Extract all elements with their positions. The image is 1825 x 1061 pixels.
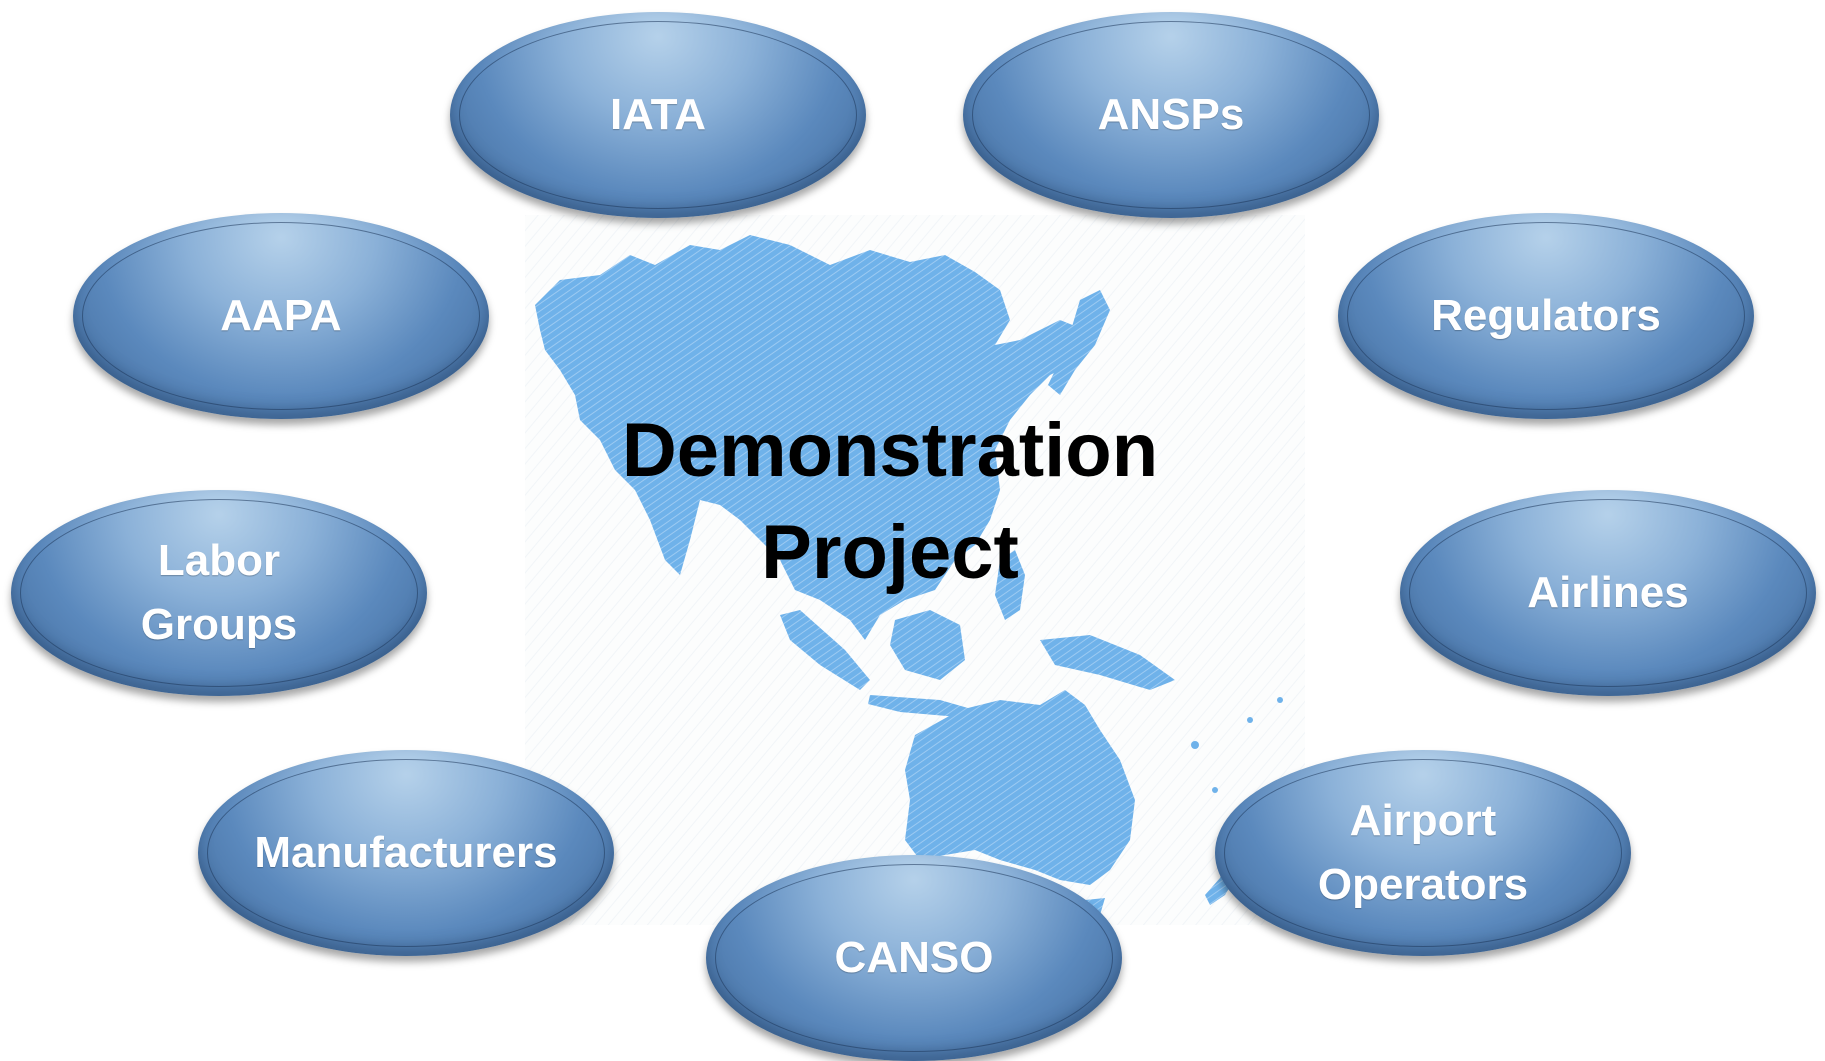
node-airlines[interactable]: Airlines [1400,490,1816,696]
node-aapa-label: AAPA [220,291,342,340]
pacific-island [1247,717,1253,723]
java-island [868,695,975,718]
node-regulators[interactable]: Regulators [1338,213,1754,419]
new-guinea-island [1040,635,1175,690]
node-aapa[interactable]: AAPA [73,213,489,419]
philippines-islands [995,550,1025,620]
node-airlines-label: Airlines [1527,568,1689,617]
node-ansps[interactable]: ANSPs [963,12,1379,218]
borneo-island [890,610,965,680]
australia-landmass [905,690,1135,885]
sumatra-island [780,610,870,690]
asia-landmass [535,235,1085,640]
node-iata[interactable]: IATA [450,12,866,218]
center-title: Demonstration Project [560,400,1220,604]
node-airport-operators[interactable]: Airport Operators [1215,750,1631,956]
japan-island [1048,290,1110,395]
node-iata-label: IATA [609,90,707,139]
node-labor-groups-label-line2: Groups [140,600,298,649]
node-manufacturers[interactable]: Manufacturers [198,750,614,956]
pacific-island [1277,697,1283,703]
center-title-line2: Project [761,510,1019,595]
node-airport-operators-label-line2: Operators [1317,860,1529,909]
node-manufacturers-label: Manufacturers [254,828,558,877]
center-title-line1: Demonstration [621,408,1159,493]
node-regulators-label: Regulators [1431,291,1661,340]
node-ansps-label: ANSPs [1097,90,1245,139]
node-labor-groups-label-line1: Labor [157,536,281,585]
node-labor-groups[interactable]: Labor Groups [11,490,427,696]
pacific-island [1212,787,1218,793]
node-canso-label: CANSO [834,933,994,982]
pacific-island [1191,741,1199,749]
node-airport-operators-label-line1: Airport [1349,796,1497,845]
node-canso[interactable]: CANSO [706,855,1122,1061]
